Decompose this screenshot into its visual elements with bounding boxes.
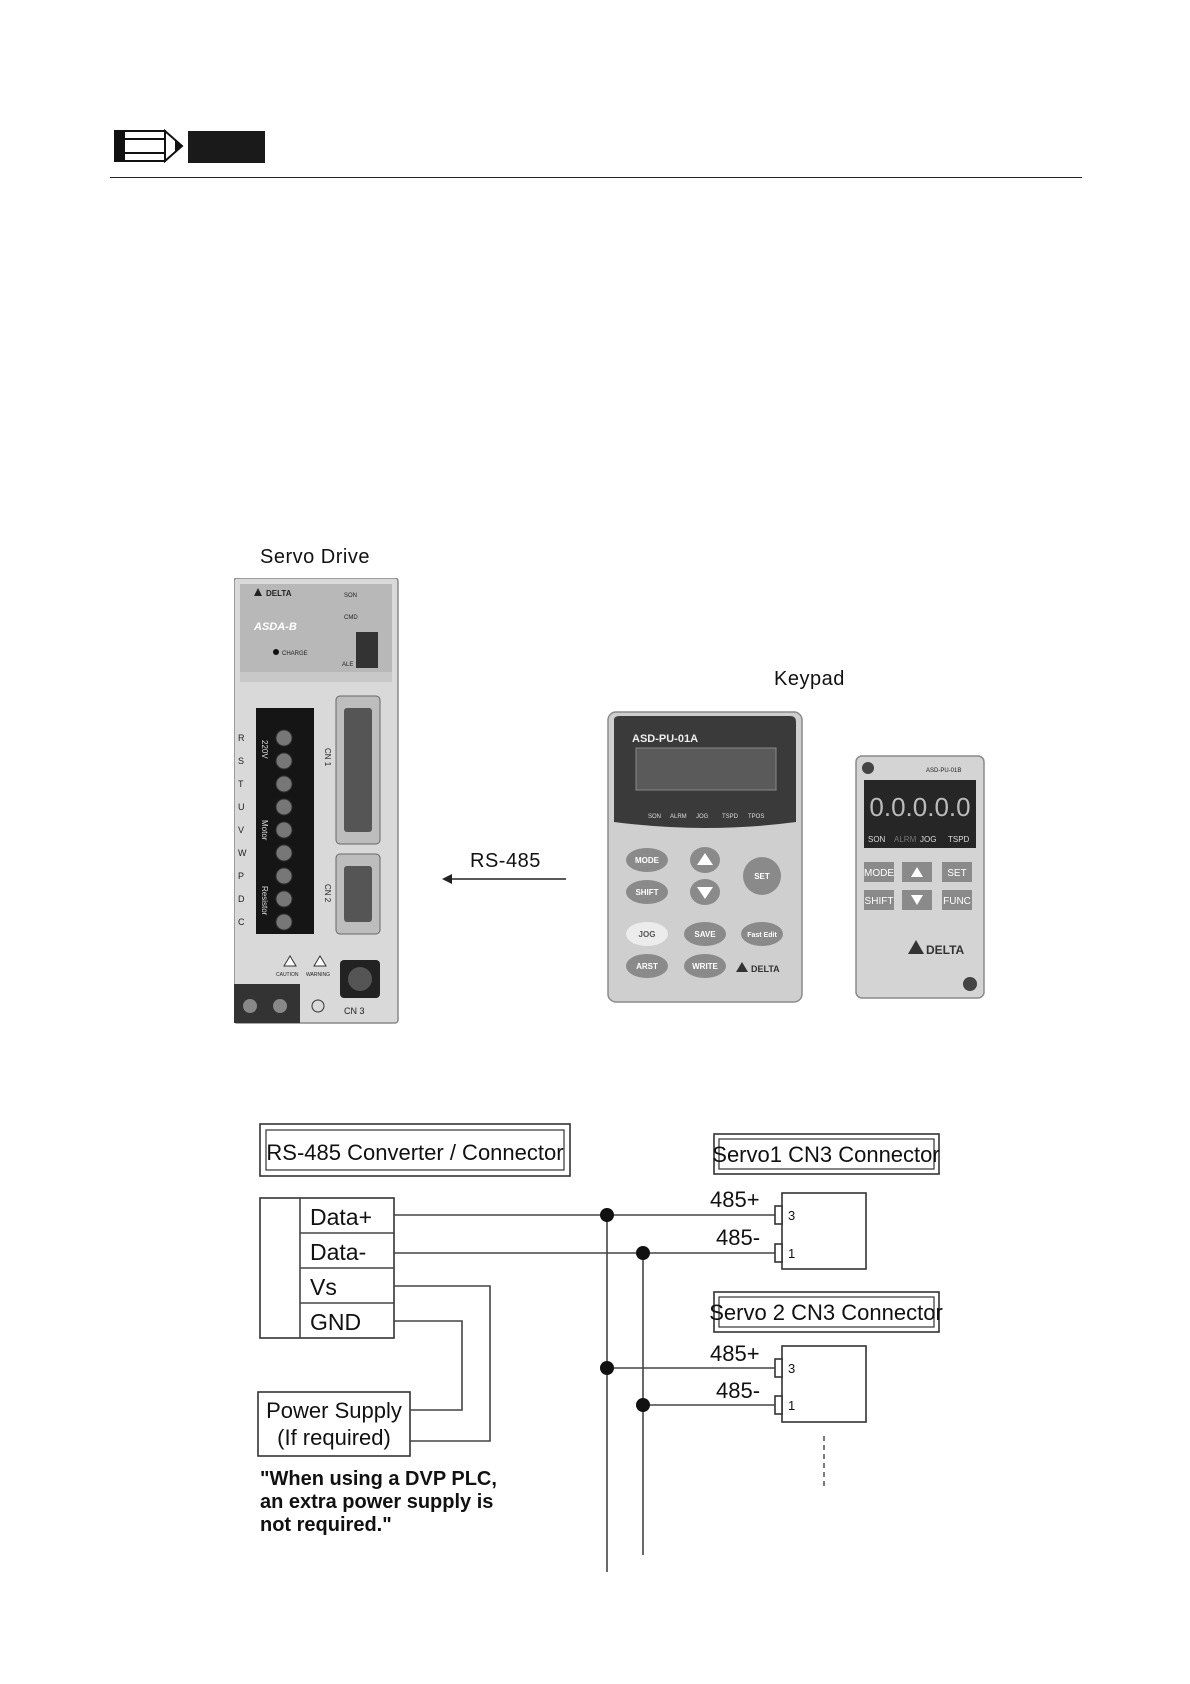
keypad-a-brand: DELTA	[751, 964, 780, 974]
header-block	[188, 131, 265, 163]
keypad-b-model: ASD-PU-01B	[926, 768, 961, 774]
power-supply-sub: (If required)	[277, 1425, 391, 1450]
keypad-b-alrm: ALRM	[894, 835, 917, 844]
terminal-s: S	[238, 756, 244, 766]
keypad-b-tspd: TSPD	[948, 835, 970, 844]
keypad-label: Keypad	[774, 668, 845, 690]
keypad-a-write: WRITE	[692, 962, 718, 971]
servo-warning: WARNING	[306, 972, 330, 978]
terminal-screws	[275, 729, 293, 931]
servo1-minus: 485-	[716, 1225, 760, 1250]
keypad-b-jog: JOG	[920, 835, 936, 844]
wiring-diagram: RS-485 Converter / Connector Data+ Data-…	[257, 1123, 943, 1572]
servo1-pin3: 3	[788, 1208, 795, 1223]
servo-drive-label: Servo Drive	[260, 546, 370, 568]
terminal-d: D	[238, 894, 245, 904]
servo2-plus: 485+	[710, 1341, 760, 1366]
keypad-b-display: 0.0.0.0.0	[869, 792, 970, 822]
keypad-a-model: ASD-PU-01A	[632, 733, 698, 745]
keypad-a-jog: JOG	[696, 814, 709, 820]
pin-data-plus: Data+	[310, 1204, 372, 1230]
pin-vs: Vs	[310, 1274, 337, 1300]
keypad-a-alrm: ALRM	[670, 814, 687, 820]
servo2-pin3: 3	[788, 1361, 795, 1376]
keypad-a-son: SON	[648, 814, 661, 820]
keypad-a-fastedit: Fast Edit	[747, 932, 777, 939]
keypad-a-shift: SHIFT	[635, 888, 658, 897]
servo2-minus: 485-	[716, 1378, 760, 1403]
servo1-plus: 485+	[710, 1187, 760, 1212]
servo2-pin1: 1	[788, 1398, 795, 1413]
terminal-u: U	[238, 802, 245, 812]
servo2-title: Servo 2 CN3 Connector	[709, 1300, 943, 1325]
keypad-b-brand: DELTA	[926, 943, 965, 957]
rs485-label: RS-485	[470, 850, 541, 872]
keypad-b-image: ASD-PU-01B 0.0.0.0.0 SON ALRM JOG TSPD M…	[855, 755, 985, 999]
pin-gnd: GND	[310, 1309, 361, 1335]
servo-cn2: CN 2	[323, 884, 332, 903]
terminal-r: R	[238, 733, 245, 743]
keypad-a-jog-btn: JOG	[639, 930, 656, 939]
pin-data-minus: Data-	[310, 1239, 366, 1265]
keypad-a-tpos: TPOS	[748, 814, 764, 820]
terminal-c: C	[238, 917, 245, 927]
servo-cn1: CN 1	[323, 748, 332, 767]
servo-charge: CHARGE	[282, 651, 308, 657]
terminal-w: W	[238, 848, 247, 858]
note-pencil-icon	[114, 129, 184, 164]
servo-ale: ALE	[342, 662, 353, 668]
servo-model: ASDA-B	[253, 621, 297, 633]
terminal-v: V	[238, 825, 244, 835]
servo-brand: DELTA	[266, 589, 292, 598]
group-resistor: Resistor	[260, 886, 269, 916]
header-rule	[110, 177, 1082, 178]
group-motor: Motor	[260, 820, 269, 841]
dvp-plc-note: "When using a DVP PLC, an extra power su…	[260, 1468, 497, 1536]
servo-caution: CAUTION	[276, 972, 299, 978]
servo-cmd: CMD	[344, 615, 358, 621]
keypad-a-set: SET	[754, 872, 770, 881]
keypad-a-save: SAVE	[694, 930, 716, 939]
servo-drive-image: DELTA SON CMD ASDA-B CHARGE ALE R S T U …	[234, 578, 399, 1024]
keypad-a-arst: ARST	[636, 962, 658, 971]
servo1-pin1: 1	[788, 1246, 795, 1261]
power-supply: Power Supply	[266, 1398, 402, 1423]
terminal-t: T	[238, 779, 244, 789]
terminal-p: P	[238, 871, 244, 881]
keypad-a-image: ASD-PU-01A SON ALRM JOG TSPD TPOS MODE S…	[607, 711, 803, 1003]
keypad-b-func: FUNC	[943, 896, 971, 907]
keypad-b-shift: SHIFT	[865, 896, 894, 907]
servo1-title: Servo1 CN3 Connector	[712, 1142, 939, 1167]
keypad-b-set: SET	[947, 868, 966, 879]
rs485-arrow	[442, 874, 566, 884]
keypad-b-son: SON	[868, 835, 886, 844]
keypad-b-mode: MODE	[864, 868, 894, 879]
group-220v: 220V	[260, 740, 269, 759]
keypad-a-mode: MODE	[635, 856, 660, 865]
keypad-a-tspd: TSPD	[722, 814, 739, 820]
servo-cn3: CN 3	[344, 1006, 365, 1016]
servo-son: SON	[344, 593, 357, 599]
converter-title: RS-485 Converter / Connector	[266, 1140, 563, 1165]
